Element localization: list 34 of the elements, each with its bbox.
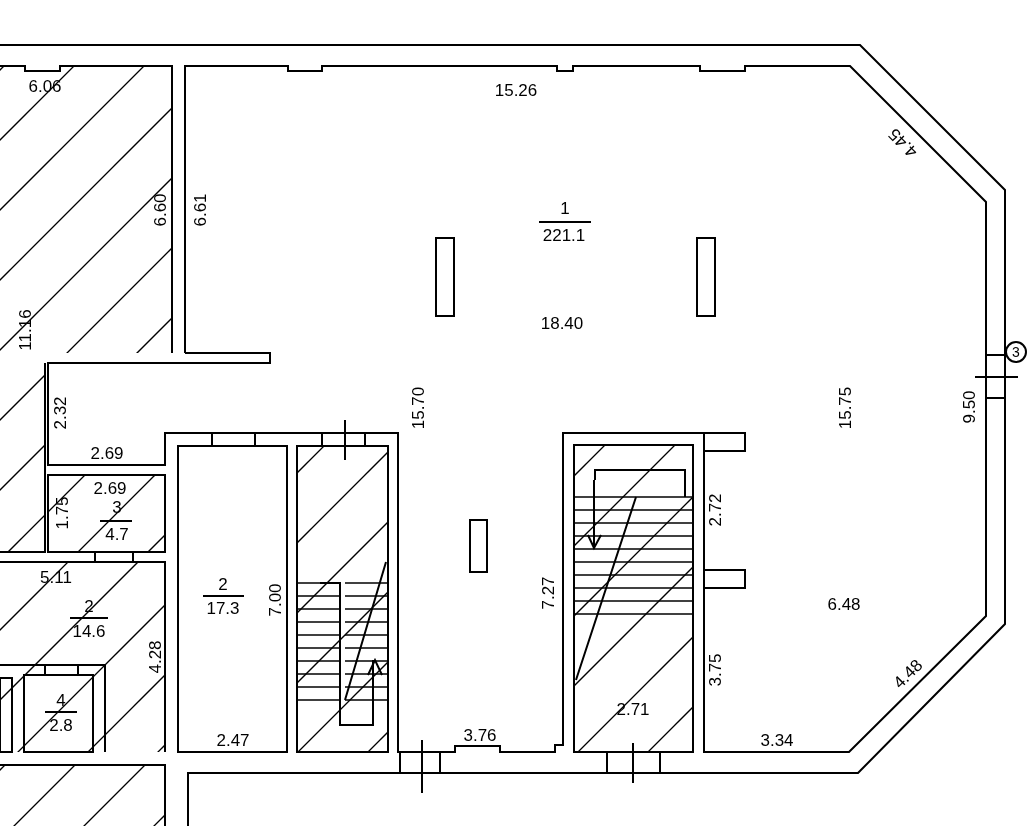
dimension-label: 6.60 [151, 193, 169, 227]
dimension-label: 2.69 [93, 479, 127, 497]
dimension-label: 4.48 [890, 656, 926, 692]
dimension-label: 7.27 [539, 576, 557, 610]
room-area: 221.1 [542, 226, 586, 244]
dimension-label: 15.70 [409, 386, 427, 430]
dimension-label: 3.76 [463, 726, 497, 744]
room-number: 1 [560, 199, 570, 217]
dimension-label: 2.72 [706, 493, 724, 527]
dimension-label: 3.75 [706, 653, 724, 687]
dimension-label: 6.61 [191, 193, 209, 227]
room-number: 4 [56, 691, 66, 709]
room-area: 4.7 [105, 525, 129, 543]
dimension-label: 2.32 [51, 396, 69, 430]
dimension-label: 7.00 [266, 583, 284, 617]
dimension-label: 2.47 [216, 731, 250, 749]
dimension-label: 15.26 [494, 81, 538, 99]
dimension-label: 2.69 [90, 444, 124, 462]
dimension-label: 3.34 [760, 731, 794, 749]
dimension-label: 15.75 [836, 386, 854, 430]
dimension-label: 1.75 [53, 496, 71, 530]
grid-axis-bubble: 3 [1005, 341, 1027, 363]
dimension-label: 6.48 [827, 595, 861, 613]
dimension-label: 4.28 [146, 640, 164, 674]
room-number: 2 [218, 575, 228, 593]
dimension-label: 2.71 [616, 700, 650, 718]
room-number: 2 [84, 597, 94, 615]
dimension-label: 18.40 [540, 314, 584, 332]
room-area: 2.8 [49, 716, 73, 734]
room-area: 14.6 [72, 622, 106, 640]
dimension-label: 4.45 [885, 125, 921, 161]
room-area: 17.3 [206, 599, 240, 617]
dimension-label: 9.50 [960, 390, 978, 424]
dimension-label: 11.16 [16, 309, 34, 351]
